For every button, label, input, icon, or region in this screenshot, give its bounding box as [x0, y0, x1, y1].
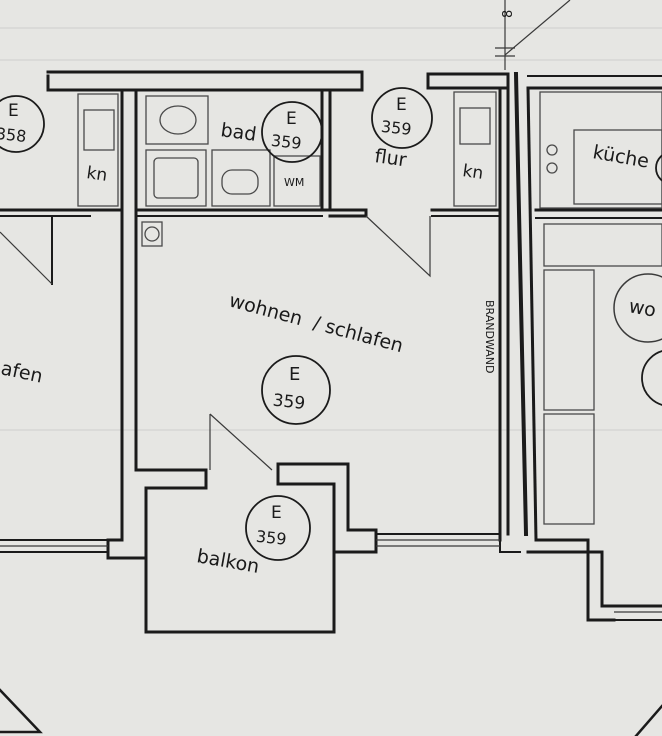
svg-text:E: E	[396, 95, 407, 115]
marker-wohnen: E 359	[261, 355, 331, 425]
marker-left-unit: E 358	[0, 95, 45, 153]
svg-text:E: E	[289, 364, 300, 385]
label-bad: bad	[219, 119, 257, 146]
svg-text:E: E	[286, 109, 297, 129]
windows	[0, 539, 662, 613]
label-neighbor-right-room: wo	[627, 295, 658, 321]
walls	[0, 70, 662, 634]
svg-text:359: 359	[270, 131, 302, 153]
paper-grid	[0, 27, 662, 431]
marker-bad: E 359	[261, 101, 323, 163]
bottom-shapes	[0, 688, 662, 736]
svg-text:E: E	[8, 101, 19, 121]
kueche-marker-edge	[655, 154, 662, 182]
marker-flur: E 359	[371, 87, 433, 149]
svg-text:359: 359	[380, 117, 412, 139]
svg-text:359: 359	[272, 391, 306, 414]
fixtures	[77, 91, 662, 525]
label-kn-right: kn	[461, 161, 484, 184]
label-wm: WM	[284, 176, 304, 189]
door-swings	[0, 215, 431, 471]
neighbor-right-circle	[613, 273, 662, 343]
label-brandwand: BRANDWAND	[483, 300, 496, 373]
top-number: 8	[501, 10, 516, 18]
marker-balkon: E 359	[245, 495, 311, 561]
label-kn-left: kn	[85, 163, 108, 186]
svg-text:E: E	[271, 503, 282, 523]
label-flur: flur	[373, 145, 408, 171]
construction-lines	[495, 0, 571, 70]
svg-text:359: 359	[255, 527, 287, 549]
neighbor-right-marker-edge	[641, 350, 662, 406]
svg-text:358: 358	[0, 124, 27, 146]
